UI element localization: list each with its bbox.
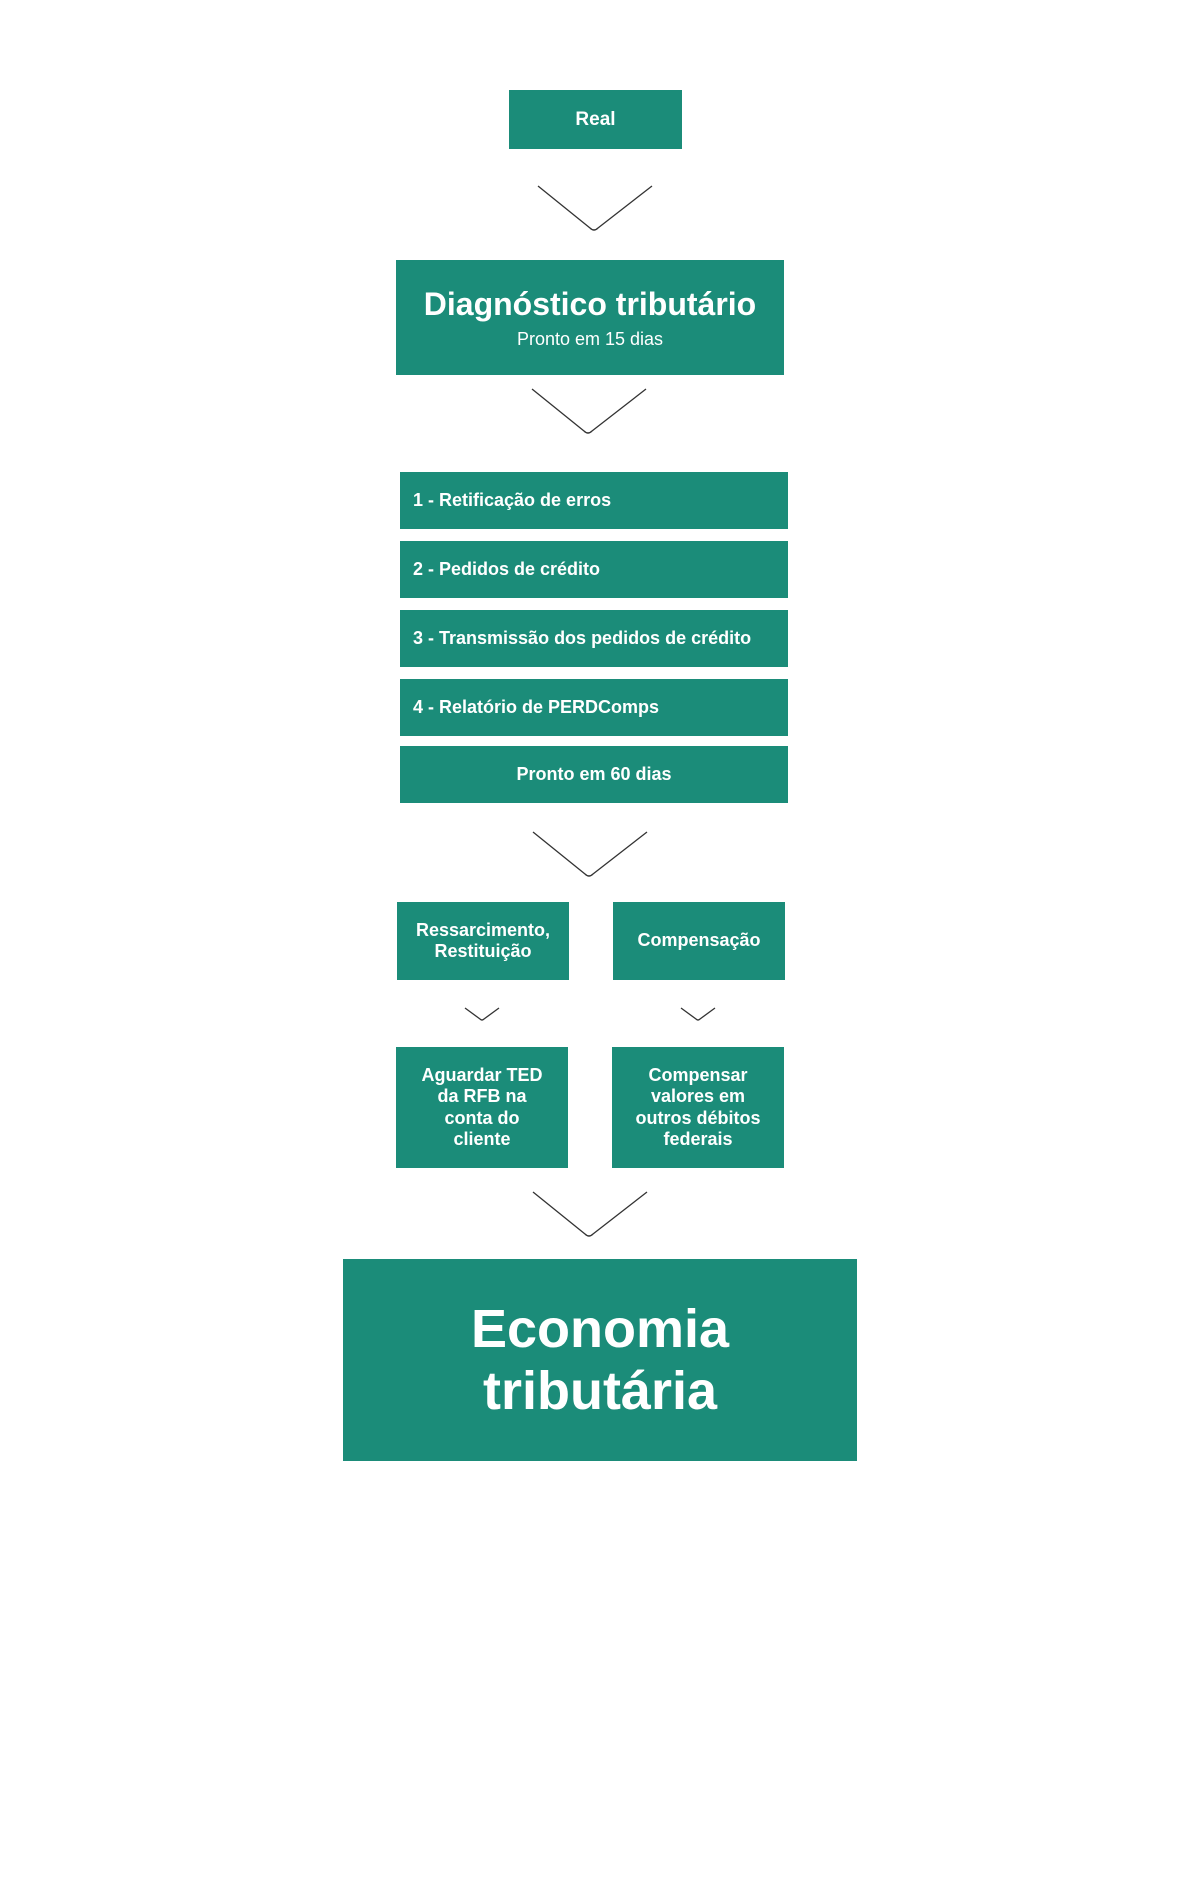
chevron-down-icon <box>537 185 653 231</box>
diagnostico-subtitle: Pronto em 15 dias <box>516 329 664 350</box>
final-line-1: Economia <box>470 1298 730 1359</box>
node-diagnostico: Diagnóstico tributário Pronto em 15 dias <box>396 260 784 375</box>
result-aguardar-line-2: da RFB na <box>437 1086 527 1107</box>
diagnostico-title: Diagnóstico tributário <box>423 285 757 322</box>
result-compensar-line-3: outros débitos <box>635 1107 761 1128</box>
result-compensar-line-1: Compensar <box>648 1065 748 1086</box>
result-compensar: Compensar valores em outros débitos fede… <box>612 1047 784 1168</box>
step-4-label: 4 - Relatório de PERDComps <box>413 697 660 717</box>
final-line-2: tributária <box>482 1361 718 1421</box>
branch-compensacao: Compensação <box>613 902 785 980</box>
steps-ready: Pronto em 60 dias <box>400 746 788 803</box>
branch-ressarcimento: Ressarcimento, Restituição <box>397 902 569 980</box>
step-3-label: 3 - Transmissão dos pedidos de crédito <box>413 628 752 648</box>
step-2-label: 2 - Pedidos de crédito <box>413 559 601 579</box>
node-economia-tributaria: Economia tributária <box>343 1259 857 1461</box>
node-real: Real <box>509 90 682 149</box>
chevron-down-icon <box>532 831 648 877</box>
result-aguardar-line-1: Aguardar TED <box>421 1065 543 1086</box>
result-compensar-line-2: valores em <box>650 1086 746 1107</box>
chevron-down-icon <box>464 1007 500 1021</box>
result-aguardar-ted: Aguardar TED da RFB na conta do cliente <box>396 1047 568 1168</box>
step-1-label: 1 - Retificação de erros <box>413 490 612 510</box>
node-real-label: Real <box>575 108 616 130</box>
branch-ressarcimento-line-2: Restituição <box>434 941 532 961</box>
branch-ressarcimento-line-1: Ressarcimento, <box>415 919 551 940</box>
result-compensar-line-4: federais <box>663 1128 733 1149</box>
step-2: 2 - Pedidos de crédito <box>400 541 788 598</box>
chevron-down-icon <box>531 388 647 434</box>
steps-ready-label: Pronto em 60 dias <box>516 764 672 784</box>
chevron-down-icon <box>680 1007 716 1021</box>
step-4: 4 - Relatório de PERDComps <box>400 679 788 736</box>
result-aguardar-line-3: conta do <box>444 1107 520 1128</box>
chevron-down-icon <box>532 1191 648 1237</box>
branch-compensacao-line-1: Compensação <box>637 930 761 951</box>
step-3: 3 - Transmissão dos pedidos de crédito <box>400 610 788 667</box>
result-aguardar-line-4: cliente <box>453 1128 511 1149</box>
step-1: 1 - Retificação de erros <box>400 472 788 529</box>
